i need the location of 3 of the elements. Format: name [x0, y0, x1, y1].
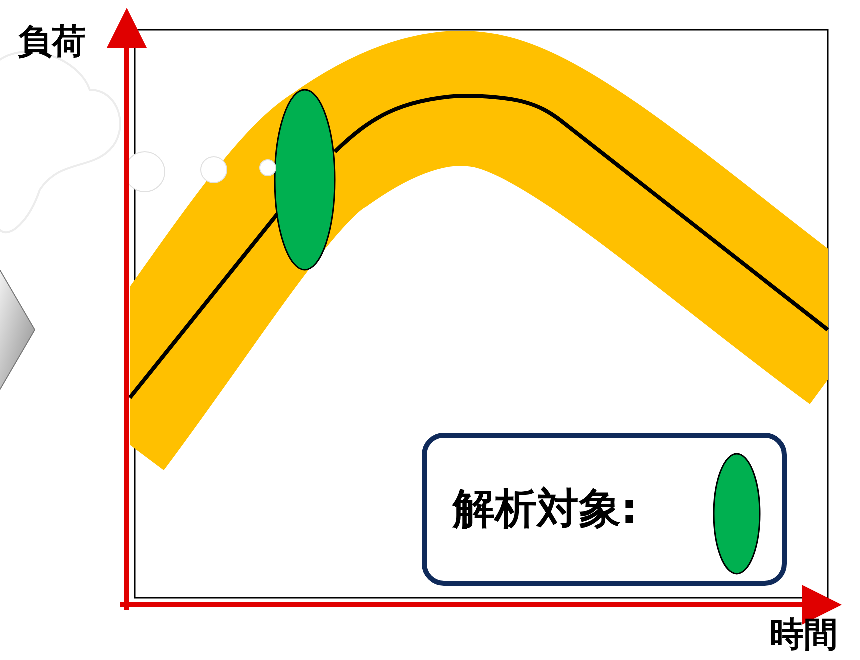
x-axis-label: 時間	[770, 615, 838, 655]
y-axis-label: 負荷	[18, 22, 86, 62]
legend-text: 解析対象:	[453, 484, 638, 534]
